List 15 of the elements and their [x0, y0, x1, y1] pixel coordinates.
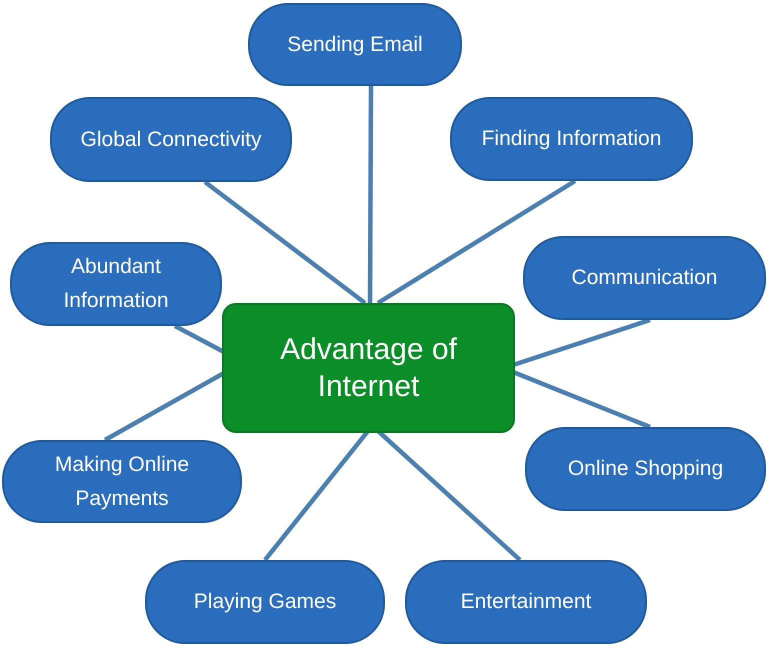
- topic-label: Global Connectivity: [80, 126, 262, 153]
- topic-label: Sending Email: [287, 32, 423, 58]
- topic-label: Entertainment: [460, 589, 592, 616]
- topic-label: Advantage of Internet: [279, 332, 458, 405]
- topic-label: Abundant Information: [62, 254, 170, 314]
- topic-label: Communication: [572, 265, 718, 292]
- topic-label: Finding Information: [482, 126, 662, 152]
- topic-label: Making Online Payments: [54, 452, 190, 512]
- topic-label: Playing Games: [194, 589, 336, 616]
- connector-line: [376, 179, 576, 305]
- connector-line: [368, 86, 374, 305]
- central-topic-box: [222, 303, 515, 433]
- connector-line: [204, 180, 366, 305]
- topic-box: [10, 242, 222, 326]
- topic-label: Online Shopping: [568, 456, 724, 482]
